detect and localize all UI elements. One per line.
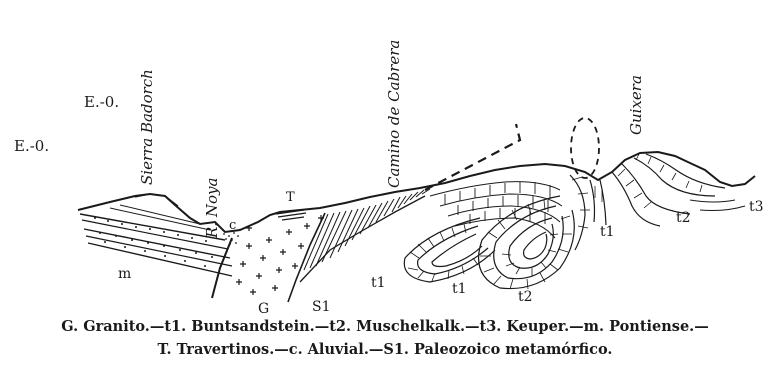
unit-label-t3: t3 — [749, 199, 764, 215]
sierra-badorch-label: Sierra Badorch — [138, 69, 156, 185]
unit-label-t1-c: t1 — [600, 224, 615, 240]
dashed-restored-fold — [571, 118, 599, 178]
unit-label-t2-b: t2 — [676, 210, 691, 226]
fold-center — [479, 196, 575, 289]
keuper-lines — [690, 200, 745, 211]
unit-label-t1-a: t1 — [371, 275, 386, 291]
legend-line-1: G. Granito.—t1. Buntsandstein.—t2. Musch… — [0, 318, 770, 335]
unit-label-S1: S1 — [312, 299, 331, 315]
rio-noya-label: R. Noya — [203, 178, 221, 239]
guixera-label: Guixera — [627, 75, 645, 135]
unit-label-t1-b: t1 — [452, 281, 467, 297]
dashed-restored-surface — [425, 124, 520, 190]
unit-label-m: m — [118, 266, 131, 282]
unit-label-t2-a: t2 — [518, 289, 533, 305]
unit-label-c: c — [229, 218, 236, 233]
ground-surface-line — [78, 152, 755, 232]
unit-label-G: G — [258, 301, 269, 317]
legend-line-2: T. Travertinos.—c. Aluvial.—S1. Paleozoi… — [0, 341, 770, 358]
unit-label-T: T — [286, 190, 295, 205]
orientation-label-outer: E.-0. — [14, 137, 49, 155]
camino-cabrera-label: Camino de Cabrera — [385, 40, 403, 188]
orientation-label-inner: E.-0. — [84, 93, 119, 111]
fold-center-ticks — [480, 200, 572, 289]
